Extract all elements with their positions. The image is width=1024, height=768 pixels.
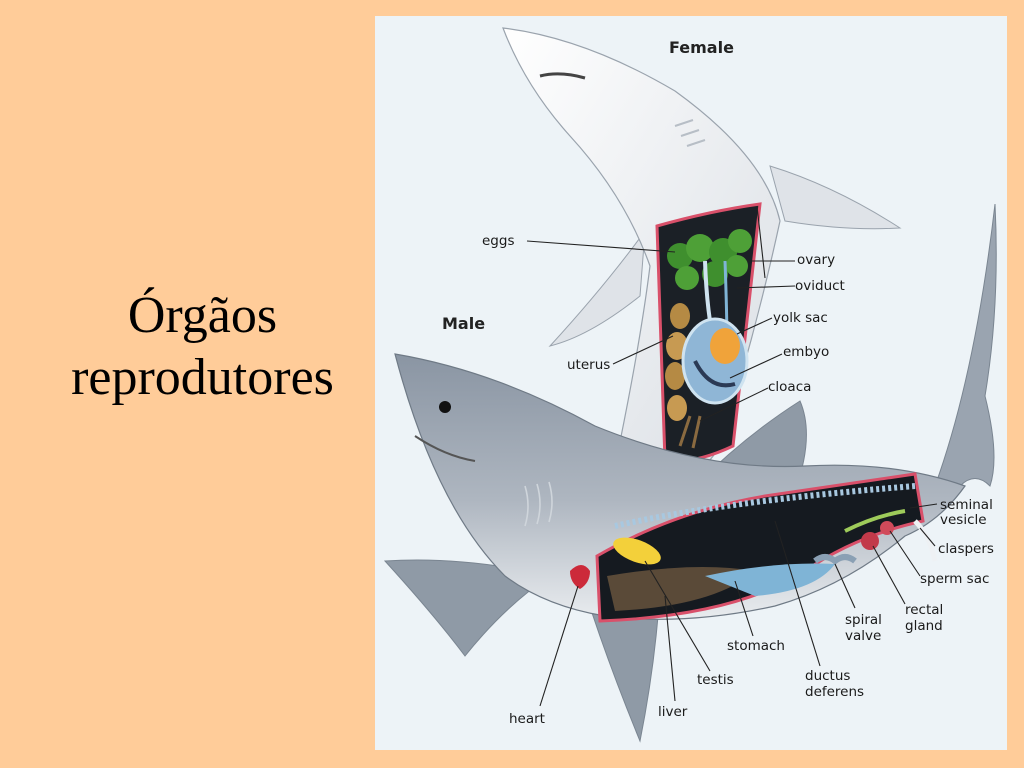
label-stomach: stomach (727, 638, 785, 654)
label-spiral-valve-line-1: spiral (845, 612, 882, 628)
uterus-leader-line (612, 335, 674, 365)
male-labels: seminal vesicle claspers sperm sac recta… (509, 497, 994, 727)
male-heading: Male (442, 314, 485, 333)
female-heading: Female (669, 38, 734, 57)
ductus-deferens-leader-line (774, 520, 821, 667)
label-seminal-vesicle-line-1: seminal (940, 497, 993, 513)
label-yolk-sac: yolk sac (773, 310, 828, 326)
label-oviduct: oviduct (795, 278, 845, 294)
heart-leader-line (539, 585, 579, 707)
label-spiral-valve-line-2: valve (845, 628, 881, 644)
slide-title: Órgãos reprodutores (30, 285, 375, 409)
label-seminal-vesicle-line-2: vesicle (940, 512, 987, 528)
label-uterus: uterus (567, 357, 610, 373)
seminal-vesicle-leader-line (909, 503, 938, 509)
label-liver: liver (658, 704, 688, 720)
label-rectal-gland-line-2: gland (905, 618, 943, 634)
label-cloaca: cloaca (768, 379, 811, 395)
label-heart: heart (509, 711, 545, 727)
ovary-bracket (756, 205, 766, 279)
female-uterus (665, 303, 690, 421)
liver-leader-line (664, 595, 676, 702)
claspers-leader-line (919, 527, 936, 547)
cloaca-leader-line (699, 387, 769, 422)
label-ductus-deferens-line-1: ductus (805, 668, 850, 684)
label-testis: testis (697, 672, 734, 688)
testis-leader-line (644, 560, 711, 672)
embryo-leader-line (729, 353, 783, 379)
label-sperm-sac: sperm sac (920, 571, 989, 587)
slide-title-line-2: reprodutores (71, 349, 334, 406)
label-embryo: embyo (783, 344, 829, 360)
label-rectal-gland-line-1: rectal (905, 602, 943, 618)
label-claspers: claspers (938, 541, 994, 557)
sperm-sac-leader-line (889, 530, 921, 577)
diagram-canvas: Female Male eggs ovary oviduct yolk sac … (383, 27, 997, 743)
male-shark-illustration (383, 203, 997, 743)
label-ovary: ovary (797, 252, 835, 268)
oviduct-leader-line (736, 285, 796, 289)
female-labels: eggs ovary oviduct yolk sac uterus embyo… (482, 205, 845, 422)
shark-reproductive-diagram: Female Male eggs ovary oviduct yolk sac … (375, 16, 1007, 750)
female-eggs-cluster (667, 229, 752, 290)
spiral-valve-leader-line (834, 563, 856, 609)
slide-title-line-1: Órgãos (127, 287, 278, 344)
stomach-leader-line (734, 580, 754, 637)
yolk-sac-leader-line (736, 317, 773, 335)
eggs-leader-line (526, 240, 676, 253)
rectal-gland-leader-line (872, 545, 906, 605)
label-ductus-deferens-line-2: deferens (805, 684, 864, 700)
label-eggs: eggs (482, 233, 514, 249)
